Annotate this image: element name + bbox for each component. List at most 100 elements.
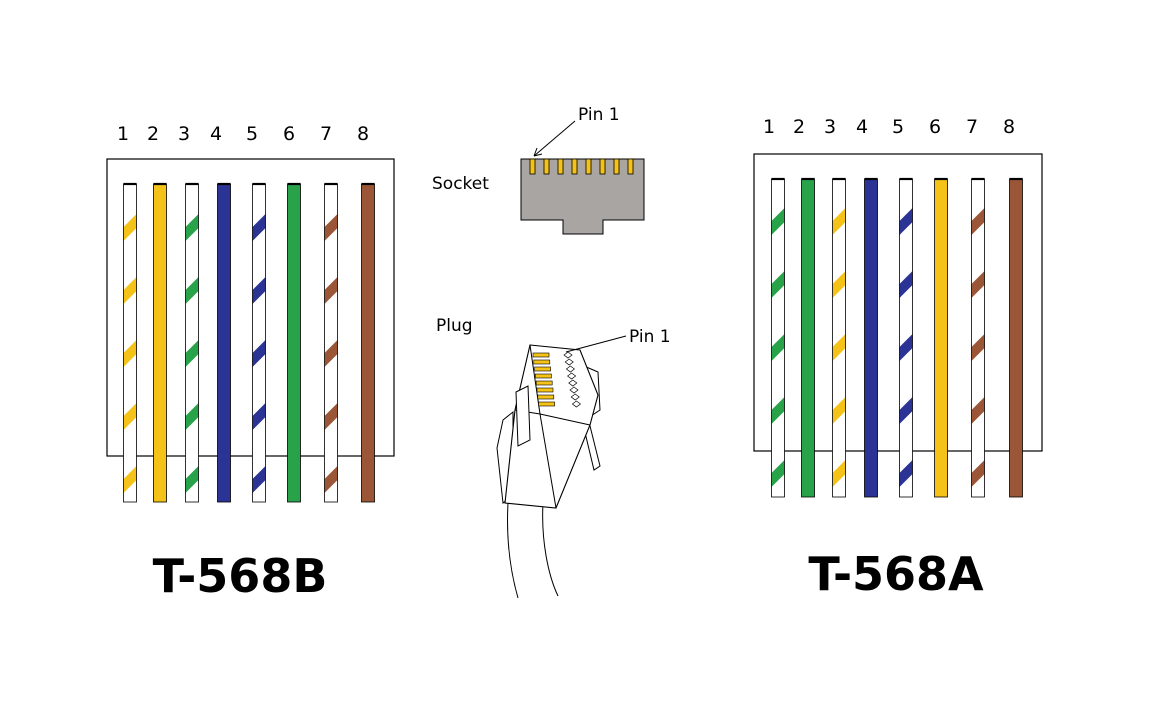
t568b-pin-number-6: 6 [283, 123, 295, 145]
t568a-wire-7-stripe [971, 397, 985, 424]
plug-slot [563, 351, 573, 359]
t568b-wire-1-stripe [123, 466, 137, 493]
plug-slot [570, 393, 580, 401]
t568a-pin-number-7: 7 [966, 116, 978, 138]
t568a-pin-number-1: 1 [763, 116, 775, 138]
t568b-title: T-568B [153, 549, 328, 603]
plug-contact [535, 380, 553, 386]
t568a-title: T-568A [808, 547, 984, 601]
plug-slot [564, 358, 574, 366]
t568a-wire-3-stripe [832, 397, 846, 424]
t568b-wires [123, 182, 375, 556]
plug-contacts [532, 352, 555, 407]
t568b-wire-3-stripe [185, 277, 199, 304]
plug-contact [537, 394, 555, 400]
socket-contact [557, 158, 564, 175]
t568b-wire-8 [361, 182, 375, 503]
socket-label: Socket [432, 174, 489, 194]
t568b-pin-number-4: 4 [210, 123, 222, 145]
t568b-wire-1-stripe [124, 529, 137, 556]
plug-contact [538, 401, 555, 407]
t568a-wire-3-stripe [833, 523, 846, 550]
plug-pin1-pointer [565, 335, 627, 353]
t568a-wire-7-stripe [971, 460, 985, 487]
t568a-wire-5-stripe [900, 523, 913, 550]
plug-slot [567, 372, 577, 380]
socket-pin1-label: Pin 1 [578, 105, 620, 125]
plug-contact [535, 373, 552, 379]
plug-window [515, 385, 531, 447]
plug-slot [565, 365, 575, 373]
socket-pin1-pointer [533, 120, 576, 157]
t568b-wire-7-stripe [324, 466, 338, 493]
t568b-pin-number-8: 8 [357, 123, 369, 145]
t568a-wire-1 [771, 177, 785, 550]
t568a-wire-1-stripe [771, 460, 785, 487]
t568a-wire-5-stripe [899, 208, 913, 235]
t568a-wire-2 [801, 177, 815, 498]
plug-contact-slots [563, 351, 581, 408]
t568b-wire-6 [287, 182, 301, 503]
t568b-wire-1-stripe [123, 277, 137, 304]
t568a-wire-5-stripe [899, 460, 913, 487]
plug-slot [571, 400, 581, 408]
plug-contact [532, 352, 550, 358]
t568a-wire-1-stripe [772, 523, 785, 550]
t568b-wire-1-stripe [123, 340, 137, 367]
plug-cable [507, 502, 559, 599]
plug-contact [534, 366, 551, 372]
t568a-wire-3-stripe [832, 334, 846, 361]
t568b-wire-3-stripe [185, 403, 199, 430]
t568b-pin-number-1: 1 [117, 123, 129, 145]
t568b-wire-5-stripe [252, 277, 266, 304]
socket-contact [585, 158, 592, 175]
t568b-wire-4 [217, 182, 231, 503]
t568b-wire-3-stripe [185, 466, 199, 493]
t568a-wire-1-stripe [771, 334, 785, 361]
t568a-wire-5-stripe [899, 334, 913, 361]
t568a-jack-outline [753, 153, 1043, 452]
socket-contact [599, 158, 606, 175]
t568a-pin-number-4: 4 [856, 116, 868, 138]
t568b-wire-5-stripe [252, 403, 266, 430]
t568a-wire-5-stripe [899, 397, 913, 424]
t568b-wire-1 [123, 182, 137, 556]
t568b-wire-5-stripe [252, 340, 266, 367]
t568b-wire-7-stripe [324, 277, 338, 304]
t568b-wire-5-stripe [252, 214, 266, 241]
socket-contact [613, 158, 620, 175]
t568a-wire-8 [1009, 177, 1023, 498]
t568a-wire-3 [832, 177, 846, 550]
t568b-wire-7-stripe [324, 340, 338, 367]
t568b-wire-5 [252, 182, 266, 503]
t568a-pin-number-8: 8 [1003, 116, 1015, 138]
t568a-wire-5-stripe [899, 271, 913, 298]
t568a-wire-7-stripe [971, 208, 985, 235]
plug-illustration: Plug Pin 1 [436, 316, 671, 599]
t568b-wire-7-stripe [324, 403, 338, 430]
socket-contact [529, 158, 536, 175]
t568a-wires [771, 177, 1023, 550]
t568a-wire-3-stripe [832, 460, 846, 487]
t568b-wire-2 [153, 182, 167, 503]
t568b-pin-number-2: 2 [147, 123, 159, 145]
socket-contacts [529, 158, 634, 175]
plug-pin1-label: Pin 1 [629, 327, 671, 347]
socket-illustration: Socket Pin 1 [432, 105, 645, 235]
t568b-wire-3-stripe [185, 214, 199, 241]
t568a-pin-number-6: 6 [929, 116, 941, 138]
socket-contact [571, 158, 578, 175]
plug-slot [568, 379, 578, 387]
t568a-pin-number-5: 5 [892, 116, 904, 138]
socket-contact [543, 158, 550, 175]
t568a-wire-7-stripe [971, 334, 985, 361]
t568b-wire-1-stripe [123, 214, 137, 241]
t568a-wire-1-stripe [771, 271, 785, 298]
plug-label: Plug [436, 316, 473, 336]
t568a-pin-number-3: 3 [824, 116, 836, 138]
plug-slot [569, 386, 579, 394]
plug-contact [533, 359, 551, 365]
